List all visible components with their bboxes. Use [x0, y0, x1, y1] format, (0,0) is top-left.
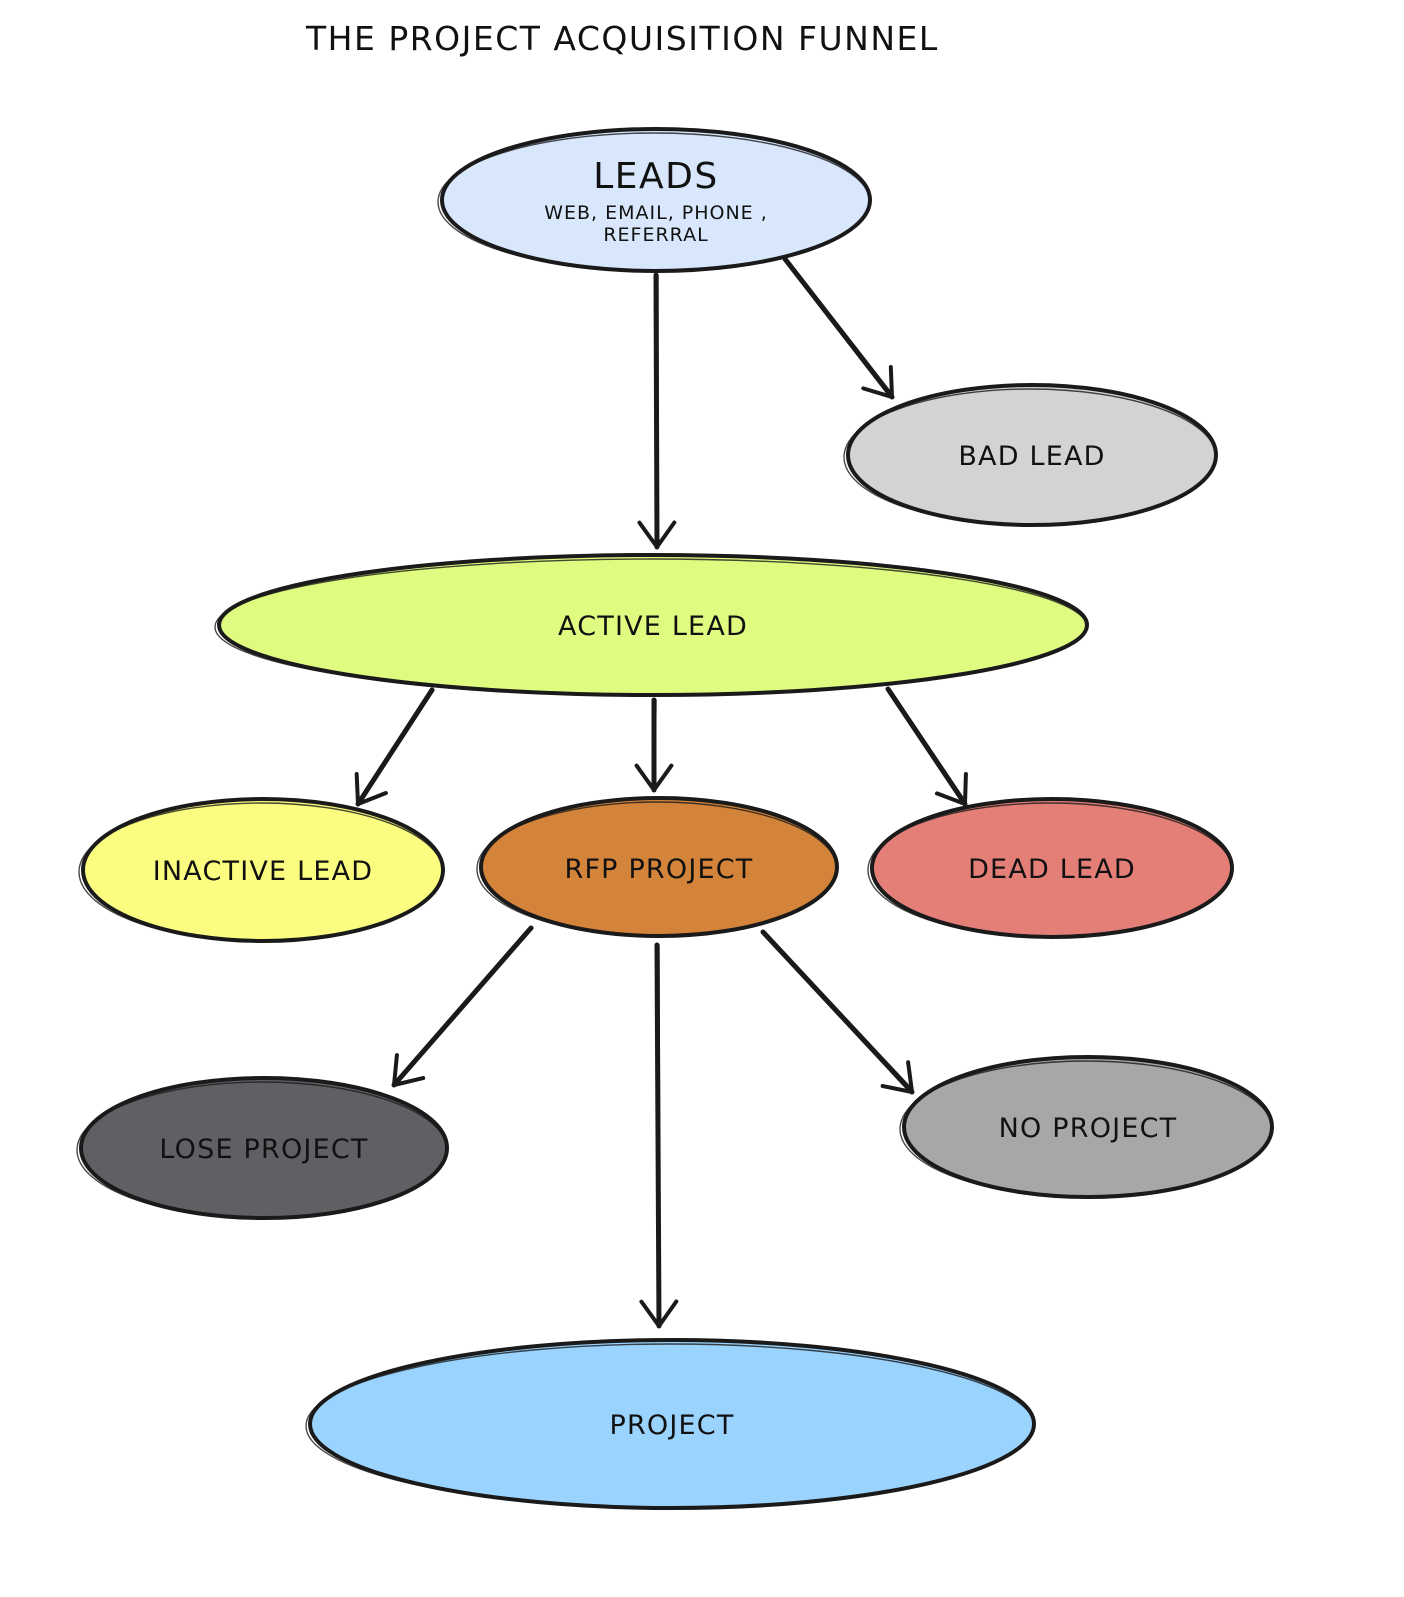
node-lose-project: LOSE PROJECT: [76, 1076, 449, 1220]
edge-line: [782, 256, 895, 400]
edge-line: [760, 929, 915, 1095]
node-active-lead: ACTIVE LEAD: [214, 553, 1089, 697]
arrowhead-icon: [861, 365, 894, 399]
arrowhead-icon: [880, 1060, 914, 1094]
arrowhead-icon: [637, 520, 677, 549]
edge-line-sketch: [658, 944, 661, 1325]
arrowhead-icon: [934, 772, 968, 806]
arrowhead-icon: [354, 772, 388, 806]
node-inactive-lead-outline: [78, 802, 444, 942]
edge-leads-to-active-lead: [637, 272, 677, 550]
edge-leads-to-bad-lead: [782, 256, 895, 400]
edge-line-sketch: [889, 688, 967, 803]
node-bad-lead-outline: [843, 388, 1217, 526]
node-inactive-lead: INACTIVE LEAD: [78, 797, 445, 943]
edge-rfp-project-to-lose-project: [391, 925, 534, 1088]
node-rfp-project-label: RFP PROJECT: [564, 854, 753, 885]
node-dead-lead: DEAD LEAD: [867, 797, 1234, 939]
node-bad-lead: BAD LEAD: [843, 383, 1218, 527]
node-no-project-outline: [899, 1060, 1273, 1198]
arrowhead-icon: [639, 1299, 679, 1328]
edge-line: [885, 686, 968, 807]
node-bad-lead-label: BAD LEAD: [958, 441, 1105, 472]
edge-line: [654, 942, 662, 1329]
node-dead-lead-label: DEAD LEAD: [968, 854, 1136, 885]
node-rfp-project: RFP PROJECT: [476, 796, 839, 938]
edge-rfp-project-to-project: [639, 942, 679, 1329]
node-active-lead-label: ACTIVE LEAD: [558, 611, 748, 642]
edge-line: [653, 272, 660, 550]
node-project: PROJECT: [305, 1338, 1036, 1510]
arrowhead-icon: [392, 1053, 426, 1087]
arrowhead-icon: [634, 763, 674, 792]
node-leads: LEADS WEB, EMAIL, PHONE , REFERRAL: [437, 127, 872, 273]
node-active-lead-outline: [214, 558, 1088, 696]
node-no-project-label: NO PROJECT: [999, 1113, 1178, 1144]
node-leads-label: LEADS: [593, 156, 719, 197]
edge-active-lead-to-rfp-project: [634, 697, 674, 793]
node-leads-shape: [440, 127, 872, 273]
node-rfp-project-outline: [476, 801, 838, 937]
edge-line-sketch: [764, 931, 914, 1091]
node-lose-project-outline: [76, 1081, 448, 1219]
diagram-title: THE PROJECT ACQUISITION FUNNEL: [305, 19, 939, 58]
edge-line-sketch: [394, 927, 534, 1084]
node-leads-outline: [437, 132, 871, 272]
node-dead-lead-outline: [867, 802, 1233, 938]
edge-active-lead-to-inactive-lead: [354, 687, 435, 807]
node-no-project: NO PROJECT: [899, 1055, 1274, 1199]
node-leads-sub-line2: REFERRAL: [603, 224, 708, 246]
node-inactive-lead-label: INACTIVE LEAD: [153, 856, 374, 887]
edge-line-sketch: [358, 689, 435, 803]
edge-active-lead-to-dead-lead: [885, 686, 968, 807]
edge-line-sketch: [786, 258, 894, 396]
node-project-label: PROJECT: [609, 1410, 734, 1441]
edge-line-sketch: [654, 699, 657, 789]
edges-layer: [354, 256, 968, 1329]
node-lose-project-label: LOSE PROJECT: [159, 1134, 368, 1165]
node-project-outline: [305, 1343, 1035, 1509]
edge-rfp-project-to-no-project: [760, 929, 915, 1095]
node-leads-sub-line1: WEB, EMAIL, PHONE ,: [544, 202, 768, 224]
